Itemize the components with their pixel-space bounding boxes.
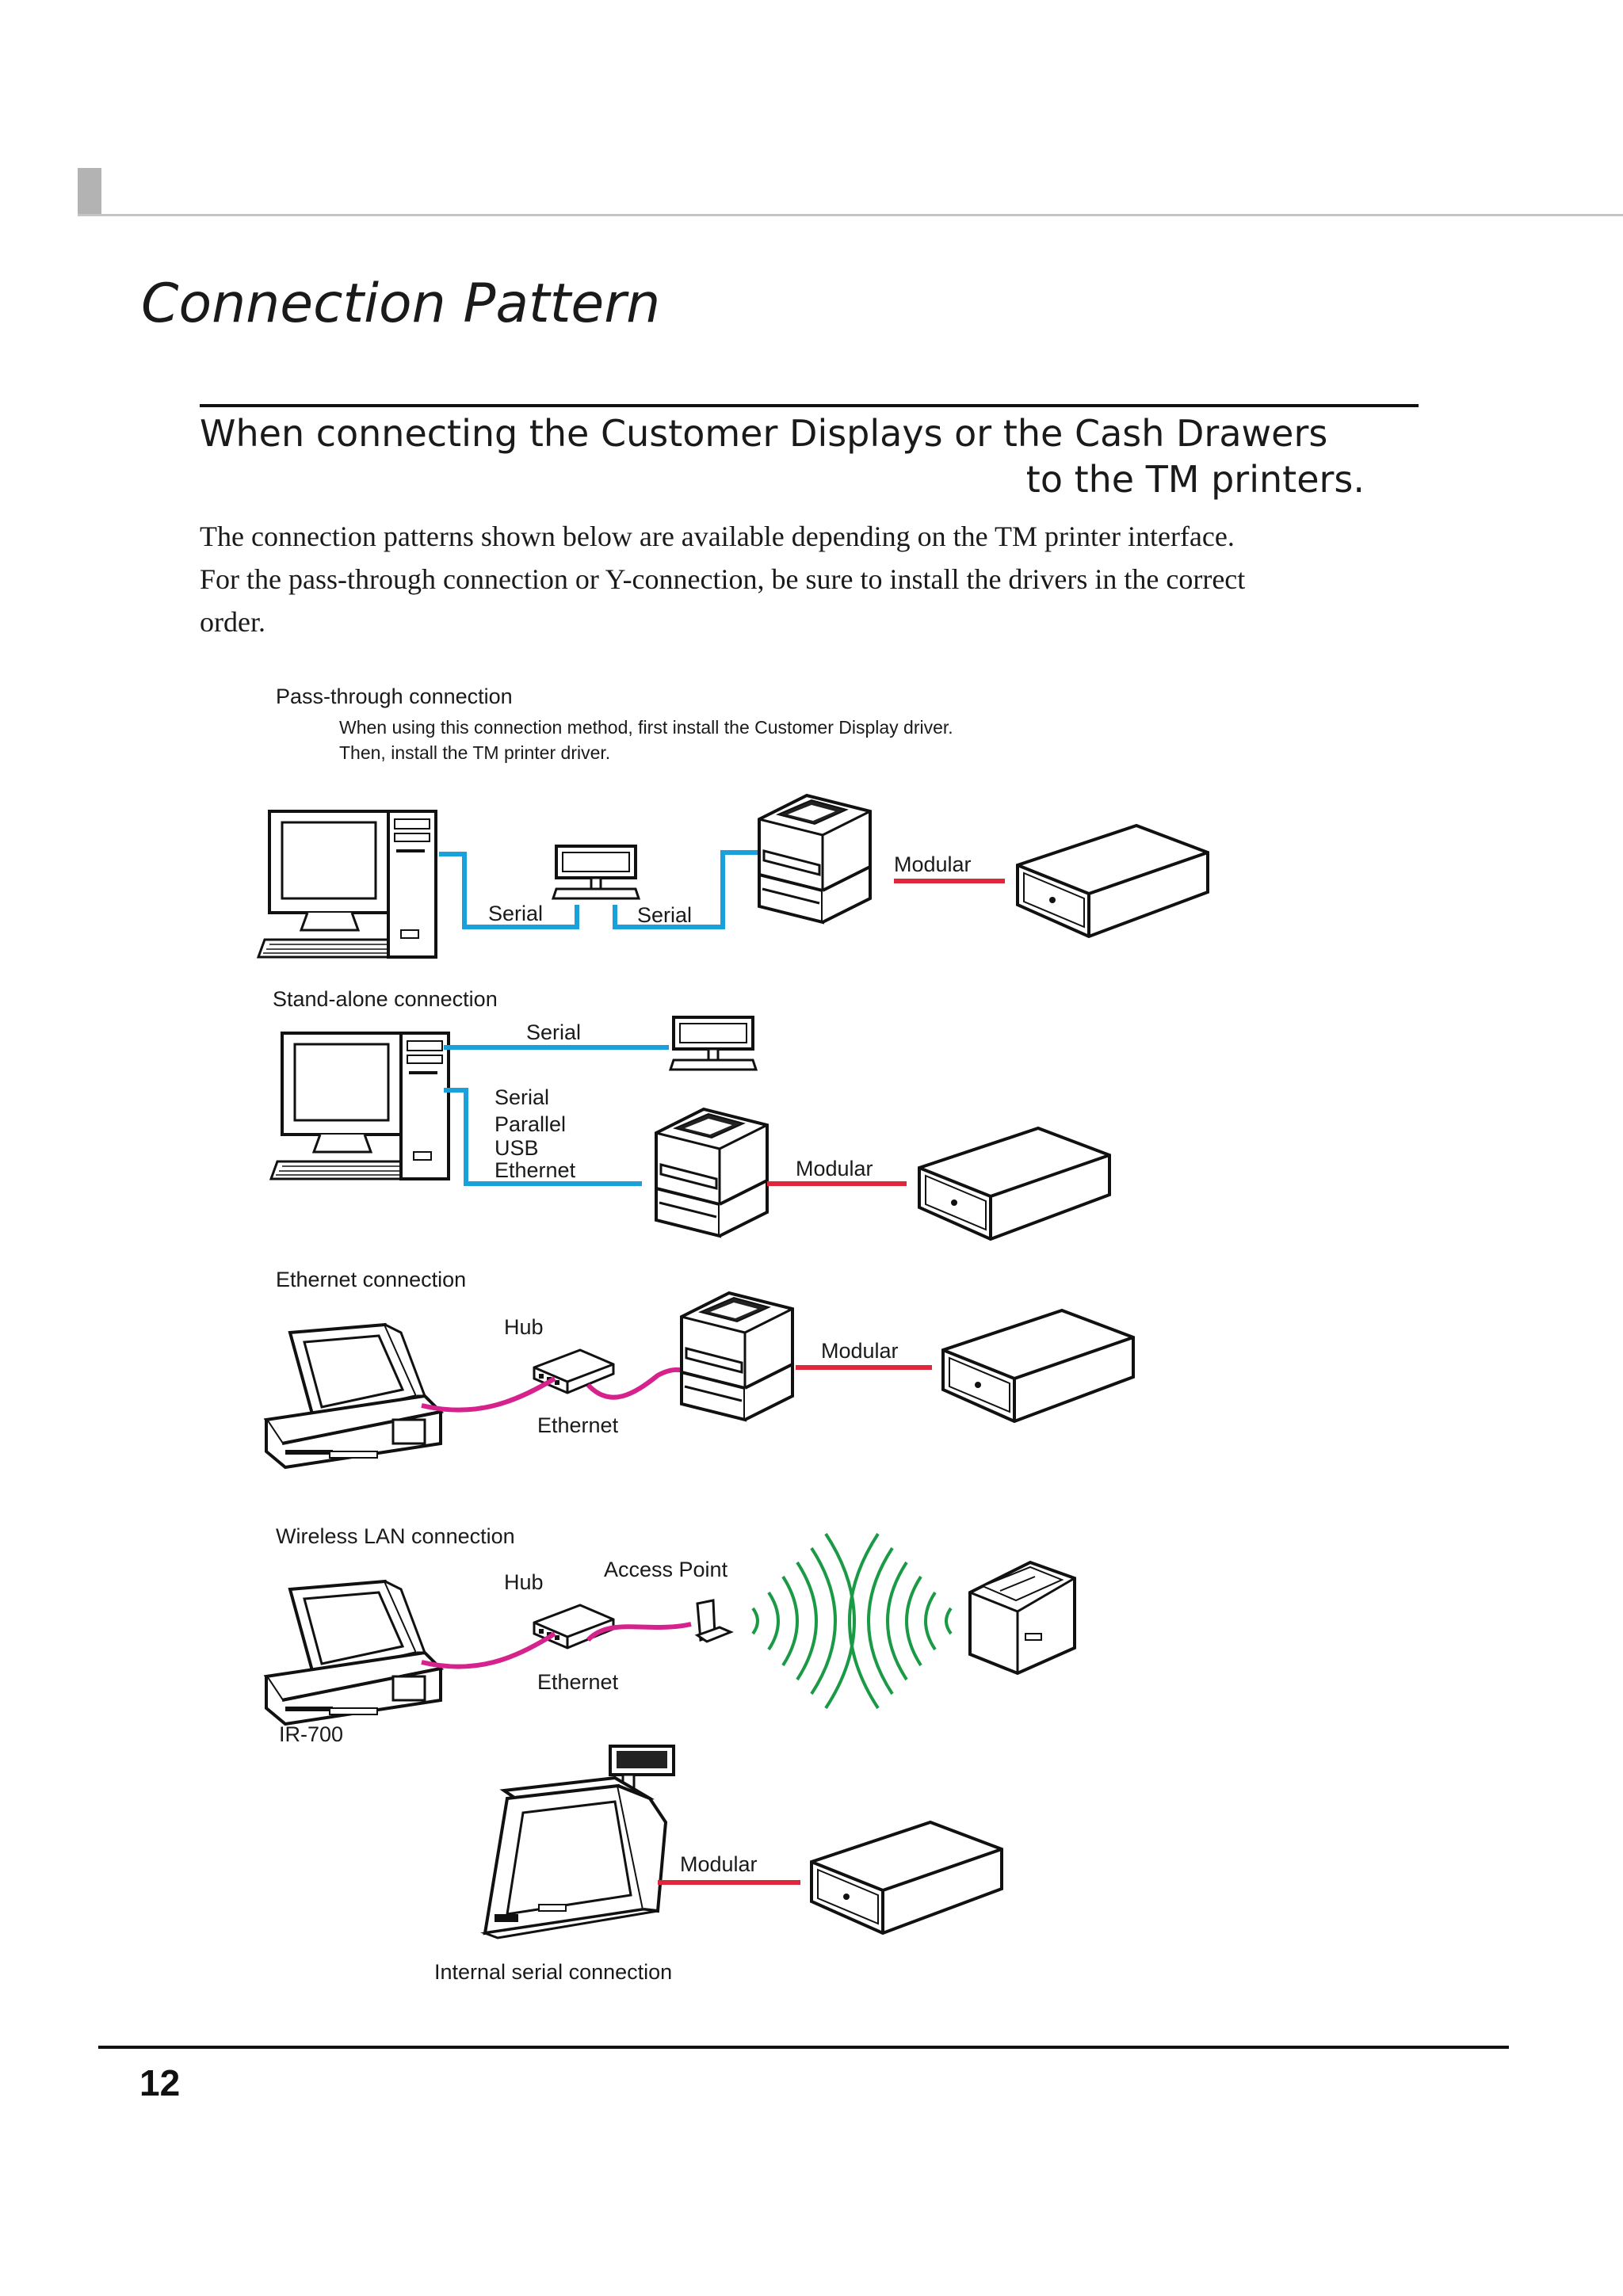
pos-terminal-icon	[265, 1580, 442, 1726]
intro-paragraph: The connection patterns shown below are …	[200, 515, 1404, 643]
pass-through-title: Pass-through connection	[276, 685, 513, 708]
intro-line-3: order.	[200, 606, 265, 638]
wireless-signal-icon	[751, 1532, 953, 1710]
interface-usb-label: USB	[495, 1136, 539, 1160]
serial-cable	[613, 850, 761, 929]
pos-terminal-icon	[265, 1323, 442, 1469]
serial-label: Serial	[637, 903, 692, 927]
hub-icon	[533, 1348, 615, 1394]
receipt-printer-icon	[968, 1560, 1076, 1676]
modular-label: Modular	[894, 852, 972, 876]
page-number: 12	[139, 2062, 181, 2103]
cash-drawer-icon	[1016, 824, 1209, 938]
ethernet-title: Ethernet connection	[276, 1268, 466, 1291]
ethernet-label: Ethernet	[537, 1413, 619, 1437]
cash-drawer-icon	[918, 1127, 1111, 1241]
serial-cable	[439, 852, 579, 929]
section-title-line-2: to the TM printers.	[1025, 458, 1365, 501]
ethernet-cable	[586, 1367, 684, 1400]
section-rule	[200, 404, 1419, 407]
header-marker	[78, 168, 101, 215]
intro-line-2: For the pass-through connection or Y-con…	[200, 563, 1246, 595]
section-title: When connecting the Customer Displays or…	[200, 410, 1365, 502]
tm-printer-icon	[680, 1291, 794, 1421]
customer-display-icon	[669, 1016, 758, 1071]
modular-label: Modular	[680, 1852, 758, 1876]
modular-label: Modular	[796, 1157, 873, 1180]
page-title: Connection Pattern	[141, 273, 661, 335]
access-point-label: Access Point	[604, 1558, 728, 1581]
footer-rule	[98, 2046, 1509, 2049]
pass-through-note-line-1: When using this connection method, first…	[339, 717, 953, 738]
intro-line-1: The connection patterns shown below are …	[200, 521, 1235, 552]
access-point-icon	[694, 1599, 734, 1643]
header-rule	[78, 214, 1623, 216]
serial-label: Serial	[488, 902, 543, 925]
printer-interface-cable	[444, 1088, 642, 1186]
interface-parallel-label: Parallel	[495, 1112, 566, 1136]
tm-printer-icon	[758, 794, 872, 924]
ethernet-cable	[421, 1631, 556, 1669]
ir700-title: IR-700	[279, 1722, 343, 1746]
hub-label: Hub	[504, 1570, 544, 1594]
modular-label: Modular	[821, 1339, 899, 1363]
desktop-pc-icon	[257, 810, 437, 959]
ethernet-cable	[586, 1622, 692, 1642]
pass-through-note-line-2: Then, install the TM printer driver.	[339, 742, 610, 763]
interface-serial-label: Serial	[495, 1085, 549, 1109]
internal-serial-caption: Internal serial connection	[434, 1960, 672, 1984]
ethernet-cable	[421, 1376, 556, 1413]
cash-drawer-icon	[810, 1821, 1003, 1935]
interface-ethernet-label: Ethernet	[495, 1158, 576, 1182]
ir700-terminal-icon	[480, 1745, 675, 1939]
customer-display-icon	[552, 845, 640, 900]
wireless-title: Wireless LAN connection	[276, 1524, 515, 1548]
desktop-pc-icon	[269, 1032, 450, 1180]
section-title-line-1: When connecting the Customer Displays or…	[200, 412, 1328, 455]
hub-label: Hub	[504, 1315, 544, 1339]
tm-printer-icon	[655, 1108, 769, 1238]
cash-drawer-icon	[941, 1309, 1135, 1423]
serial-label: Serial	[526, 1020, 581, 1044]
ethernet-label: Ethernet	[537, 1670, 619, 1694]
stand-alone-title: Stand-alone connection	[273, 987, 498, 1011]
